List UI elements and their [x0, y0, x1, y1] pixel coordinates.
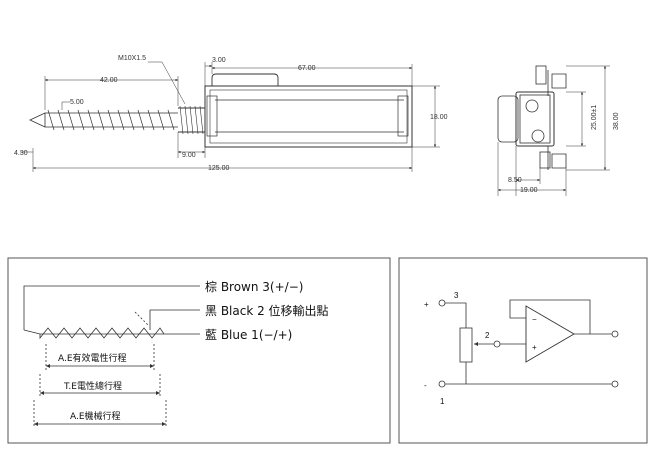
- dim-38-00: 38.00: [613, 112, 620, 130]
- end-view: [497, 65, 567, 170]
- dim-3-00: 3.00: [212, 57, 226, 64]
- circuit-plus: +: [424, 300, 429, 309]
- dim-9-00: 9.00: [182, 152, 196, 159]
- dim-125-00: 125.00: [208, 165, 230, 172]
- dim-5-00: 5.00: [70, 99, 84, 106]
- stroke-ae-mechanical: A.E機械行程: [70, 410, 121, 422]
- dim-8-50: 8.50: [508, 177, 522, 184]
- dimension-lines: [20, 61, 610, 196]
- circuit-minus: -: [424, 381, 427, 390]
- dim-19-00: 19.00: [520, 187, 538, 194]
- circuit-pin-1: 1: [440, 397, 445, 406]
- dim-4-30: 4.30: [14, 150, 28, 157]
- circuit-pin-2: 2: [485, 331, 490, 340]
- dim-67-00: 67.00: [298, 65, 316, 72]
- dim-25-00: 25.00±1: [591, 105, 598, 130]
- circuit-panel: + - 3 2 1 − +: [398, 257, 648, 444]
- opamp-minus: −: [532, 315, 537, 324]
- wire-black-label: 黑 Black 2 位移輸出點: [205, 303, 329, 318]
- dim-thread: M10X1.5: [118, 55, 146, 62]
- housing: [204, 73, 413, 148]
- mechanical-drawing: [20, 61, 610, 196]
- dim-18-00: 18.00: [430, 114, 448, 121]
- screw: [29, 105, 206, 135]
- wiring-panel: 棕 Brown 3(+/−) 黑 Black 2 位移輸出點 藍 Blue 1(…: [7, 257, 391, 444]
- stroke-ae-effective: A.E有效電性行程: [58, 352, 127, 364]
- stroke-te: T.E電性總行程: [63, 380, 122, 392]
- opamp-plus: +: [532, 343, 537, 352]
- wire-blue-label: 藍 Blue 1(−/+): [205, 328, 292, 342]
- wire-brown-label: 棕 Brown 3(+/−): [205, 279, 303, 294]
- circuit-pin-3: 3: [454, 291, 459, 300]
- dimension-labels: M10X1.5 3.00 67.00 42.00 5.00 4.30 9.00 …: [14, 55, 620, 194]
- dim-42-00: 42.00: [100, 77, 118, 84]
